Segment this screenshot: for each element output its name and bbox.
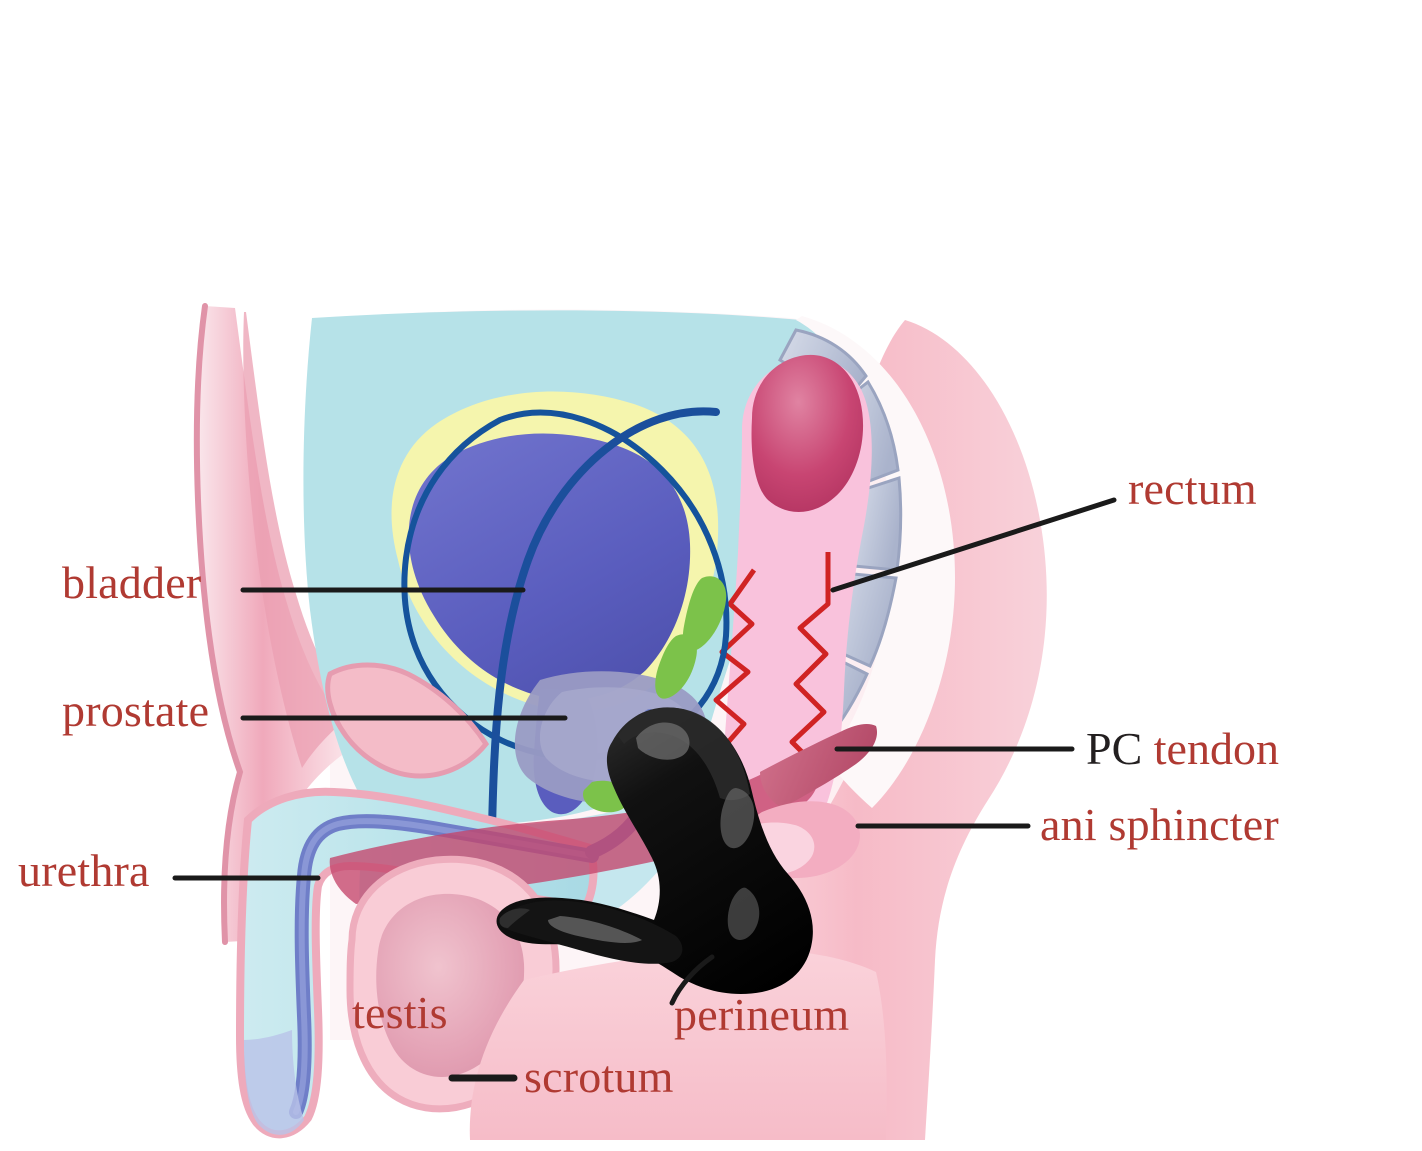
pc-tendon [760, 724, 878, 808]
device-highlight-2 [720, 788, 755, 849]
seminal-vesicle-group [582, 576, 727, 813]
leader-perineum [669, 954, 715, 1006]
label-perineum: perineum [674, 989, 850, 1040]
device-tip-notch [499, 908, 530, 928]
label-tendon-text: tendon [1142, 723, 1279, 774]
device-highlight-4 [548, 916, 642, 943]
label-testis: testis [352, 987, 448, 1038]
bladder [408, 433, 691, 700]
abdominal-wall-outline [193, 303, 244, 945]
label-pc-prefix: PC [1086, 723, 1143, 774]
seminal-vesicle-upper [682, 576, 727, 651]
label-ani-sphincter: ani sphincter [1040, 799, 1279, 850]
label-pc-tendon: PC tendon [1086, 722, 1279, 775]
sacrum-backdrop [796, 316, 955, 808]
massager-device [496, 707, 813, 994]
abdominal-wall-inner-stripe [243, 312, 356, 768]
perineum [469, 950, 887, 1140]
bladder-group [391, 391, 730, 815]
label-urethra: urethra [18, 845, 150, 896]
label-prostate: prostate [62, 685, 210, 736]
leader-lines [172, 497, 1117, 1082]
label-bladder: bladder [62, 557, 202, 608]
testis [376, 893, 525, 1077]
label-scrotum: scrotum [524, 1051, 674, 1102]
leader-rectum [830, 497, 1117, 593]
abdominal-wall-group [193, 303, 362, 945]
device-highlight-3 [727, 887, 760, 941]
rectum-group [713, 354, 872, 839]
glans-shading [244, 1030, 304, 1135]
rectum-ampulla [751, 354, 864, 512]
mucosa-zigzag-right [789, 552, 831, 772]
device-highlight-1 [636, 722, 690, 760]
label-rectum: rectum [1128, 463, 1257, 514]
seminal-vesicle-mid [655, 634, 697, 699]
